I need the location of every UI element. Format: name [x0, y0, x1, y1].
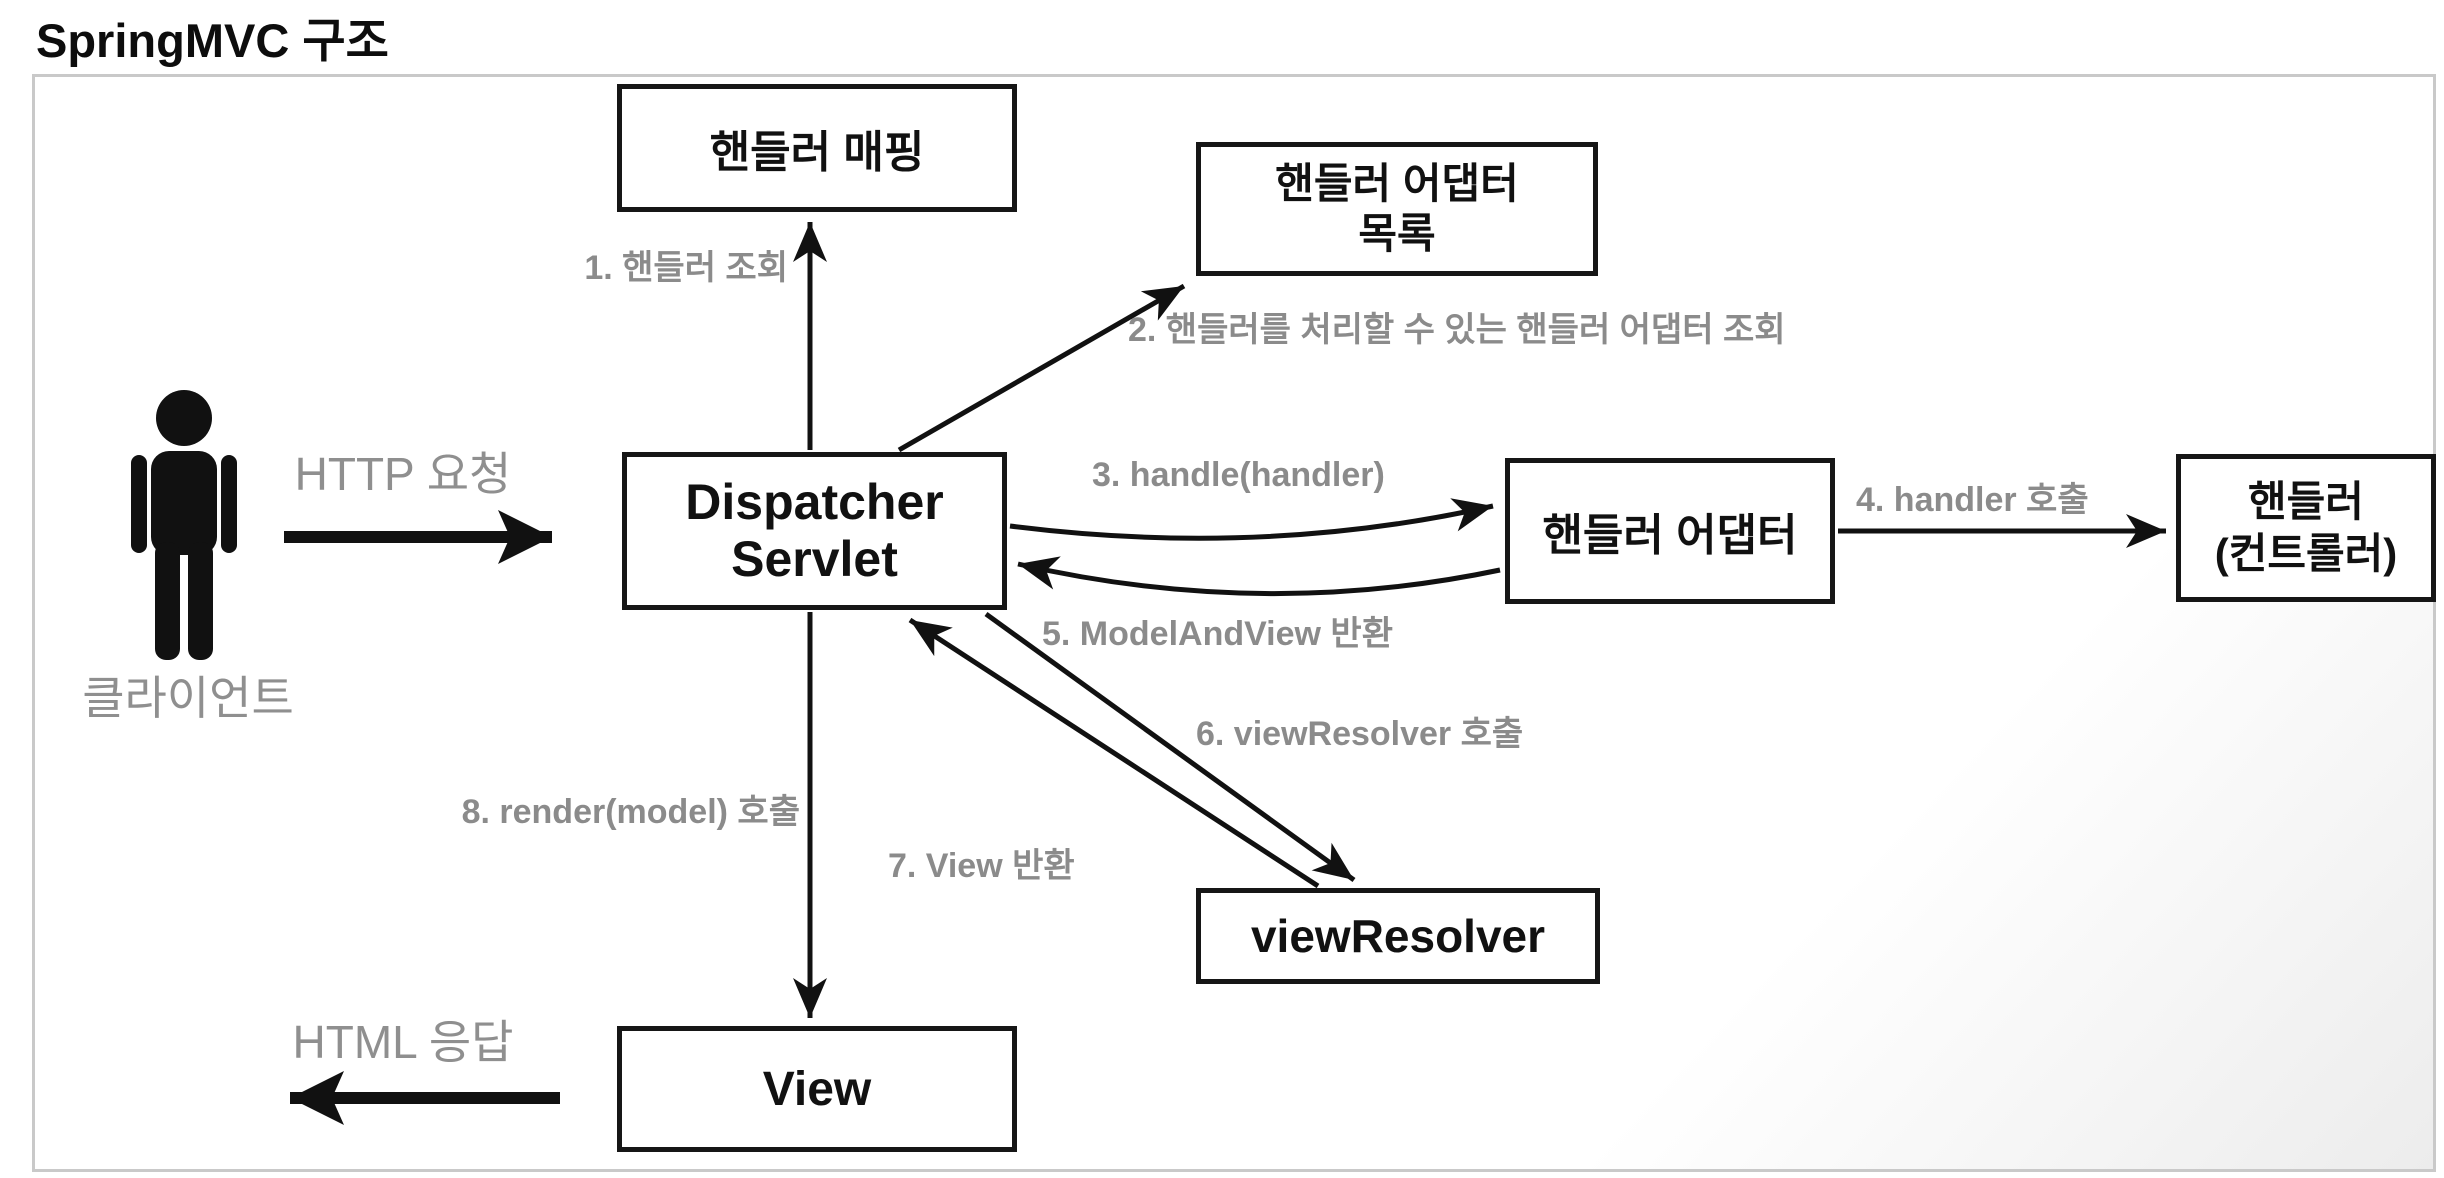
step-label-5: 5. ModelAndView 반환: [1042, 615, 1393, 653]
step-label-1: 1. 핸들러 조회: [584, 249, 788, 287]
client-label: 클라이언트: [82, 672, 294, 724]
client-person-icon: [131, 390, 237, 660]
node-dispatcher-servlet: Dispatcher Servlet: [622, 452, 1007, 610]
node-handler-mapping: 핸들러 매핑: [617, 84, 1017, 212]
arrow-6-viewresolver-call: [984, 611, 1356, 883]
node-handler-adapter-list: 핸들러 어댑터 목록: [1196, 142, 1598, 276]
html-response-label: HTML 응답: [292, 1016, 514, 1068]
arrow-3-handle: [1009, 498, 1494, 541]
step-label-6: 6. viewResolver 호출: [1196, 715, 1524, 753]
page-title: SpringMVC 구조: [36, 14, 389, 67]
step-label-3: 3. handle(handler): [1092, 456, 1385, 494]
http-request-label: HTTP 요청: [294, 448, 512, 500]
node-handler-controller: 핸들러 (컨트롤러): [2176, 454, 2436, 602]
node-view-resolver: viewResolver: [1196, 888, 1600, 984]
step-label-8: 8. render(model) 호출: [461, 793, 800, 831]
step-label-2: 2. 핸들러를 처리할 수 있는 핸들러 어댑터 조회: [1128, 311, 1786, 349]
arrow-5-modelandview-return: [1017, 556, 1501, 597]
arrow-2-adapter-lookup: [897, 283, 1186, 453]
arrow-7-view-return: [908, 617, 1320, 889]
step-label-7: 7. View 반환: [888, 847, 1075, 885]
node-view: View: [617, 1026, 1017, 1152]
node-handler-adapter: 핸들러 어댑터: [1505, 458, 1835, 604]
step-label-4: 4. handler 호출: [1856, 481, 2089, 519]
